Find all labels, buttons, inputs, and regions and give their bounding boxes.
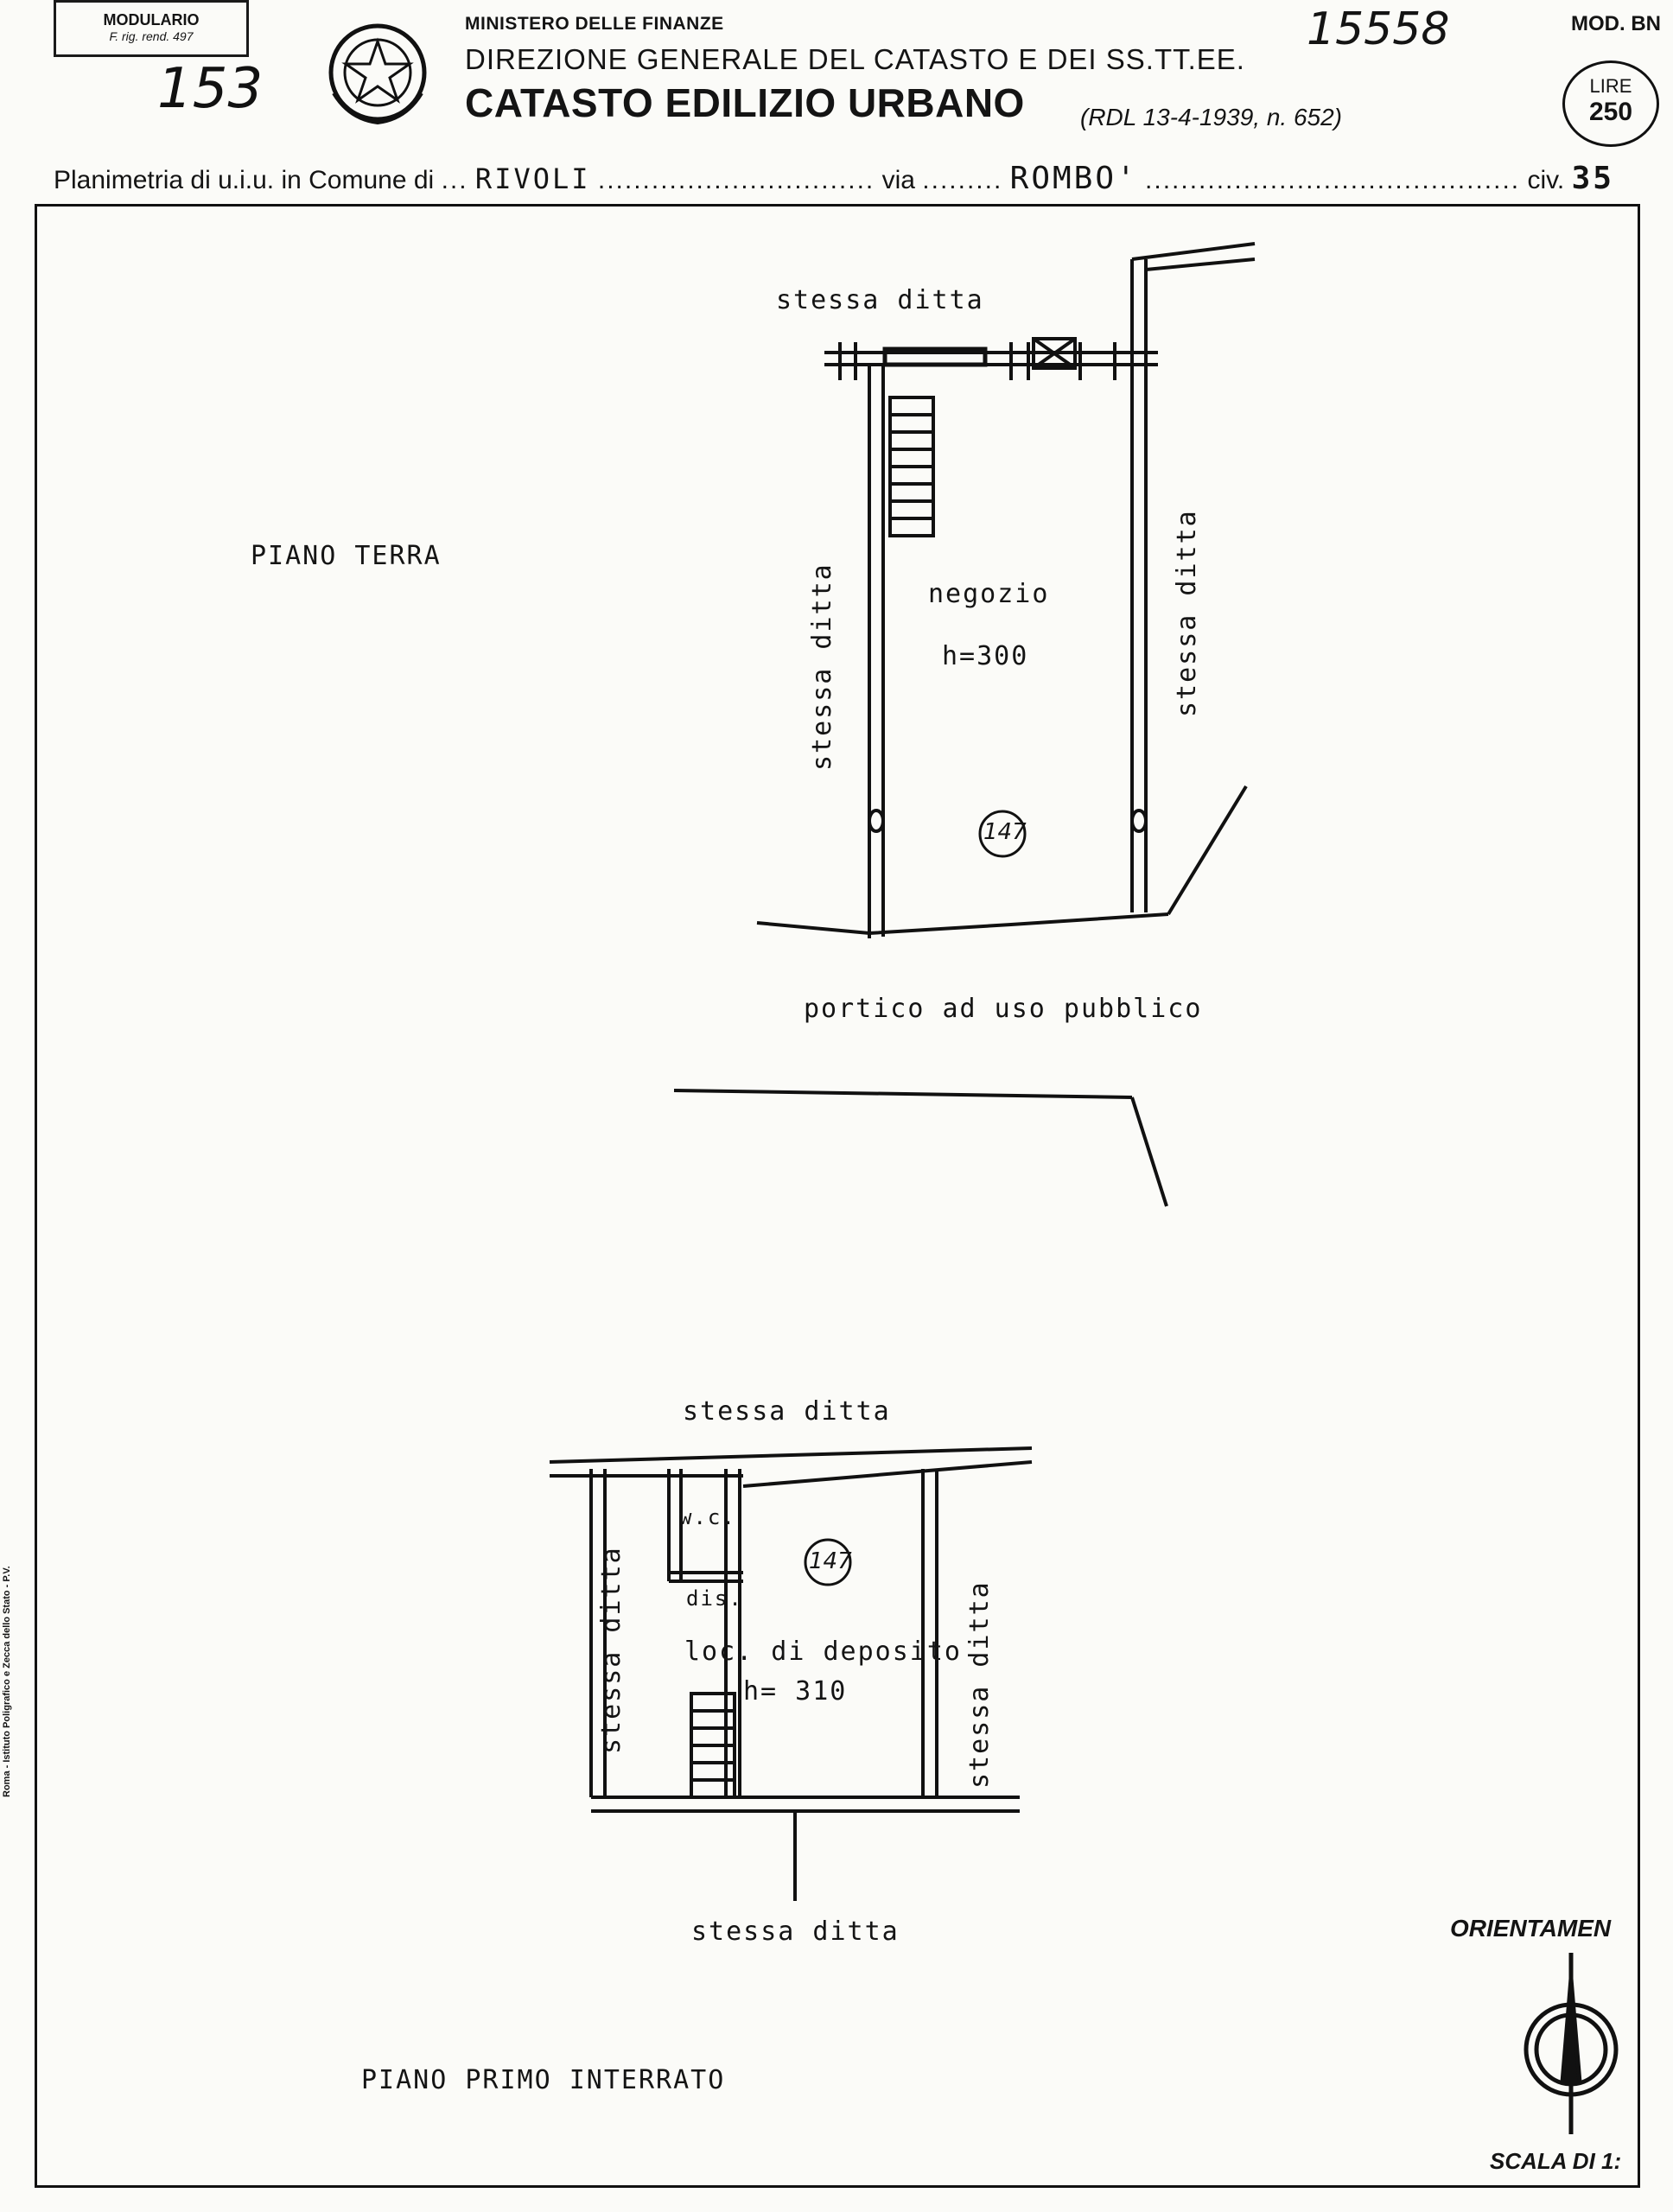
direction-name: DIREZIONE GENERALE DEL CATASTO E DEI SS.…	[465, 43, 1245, 75]
basement-room-label: loc. di deposito	[684, 1637, 962, 1667]
basement-left-label: stessa ditta	[596, 1546, 627, 1754]
dis-label: dis.	[686, 1586, 743, 1611]
civ-label: civ.	[1527, 166, 1565, 194]
drawing-frame	[35, 204, 1640, 2188]
wc-label: w.c.	[679, 1505, 736, 1529]
modulario-box: MODULARIO F. rig. rend. 497	[54, 0, 249, 57]
location-line: Planimetria di u.i.u. in Comune di ... R…	[54, 161, 1614, 196]
basement-top-label: stessa ditta	[683, 1396, 891, 1427]
document-title: CATASTO EDILIZIO URBANO	[465, 80, 1025, 125]
basement-bottom-label: stessa ditta	[691, 1916, 900, 1947]
scale-label: SCALA DI 1:	[1490, 2148, 1622, 2174]
comune-value: RIVOLI	[474, 162, 591, 195]
lire-stamp: LIRE 250	[1562, 60, 1659, 147]
lire-label: LIRE	[1589, 75, 1632, 97]
printer-strip: Roma - Istituto Poligrafico e Zecca dell…	[2, 1566, 12, 1797]
ministry-name: MINISTERO DELLE FINANZE	[465, 14, 724, 34]
orientation-label: ORIENTAMEN	[1450, 1915, 1612, 1942]
via-label: via	[881, 166, 915, 194]
model-code: MOD. BN	[1571, 12, 1661, 35]
basement-right-label: stessa ditta	[964, 1580, 995, 1789]
ground-left-label: stessa ditta	[807, 563, 837, 771]
ground-right-label: stessa ditta	[1172, 509, 1202, 717]
basement-unit-number: 147	[809, 1548, 852, 1574]
ground-height-label: h=300	[942, 641, 1029, 671]
basement-title: PIANO PRIMO INTERRATO	[361, 2065, 726, 2095]
law-reference: (RDL 13-4-1939, n. 652)	[1080, 104, 1342, 130]
civ-value: 35	[1571, 161, 1614, 196]
modulario-title: MODULARIO	[103, 11, 200, 29]
ground-top-label: stessa ditta	[776, 285, 984, 315]
handwritten-number: 15558	[1307, 3, 1450, 55]
modulario-sub: F. rig. rend. 497	[109, 29, 194, 43]
location-prefix: Planimetria di u.i.u. in Comune di	[54, 166, 435, 194]
emblem-icon	[328, 23, 427, 125]
portico-label: portico ad uso pubblico	[804, 994, 1203, 1024]
via-value: ROMBO'	[1009, 161, 1138, 196]
ground-room-label: negozio	[928, 579, 1050, 609]
basement-height-label: h= 310	[743, 1676, 848, 1707]
handwritten-sheet-number: 153	[157, 57, 264, 121]
lire-value: 250	[1588, 98, 1633, 126]
ground-floor-title: PIANO TERRA	[251, 541, 442, 571]
ground-unit-number: 147	[983, 819, 1027, 845]
